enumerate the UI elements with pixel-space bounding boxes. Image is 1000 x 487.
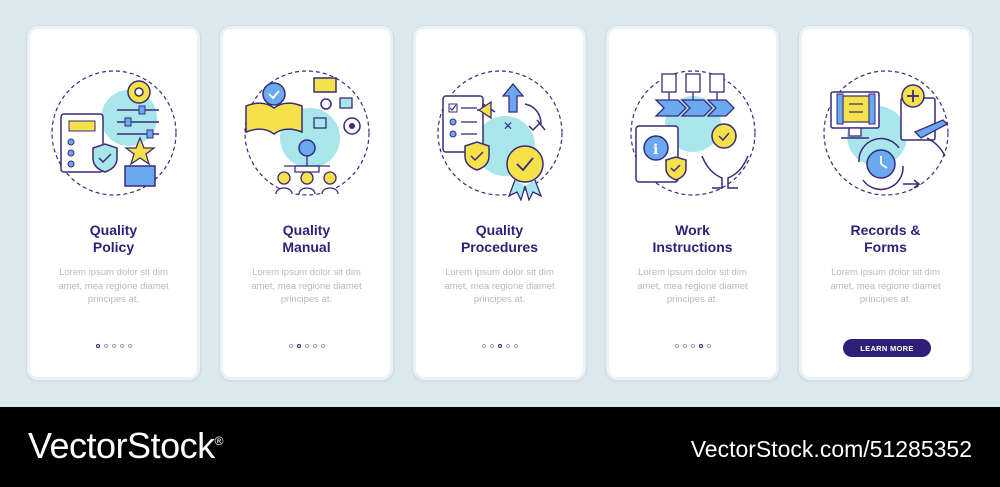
onboarding-card-work-instructions: i Work Instructions Lorem ipsum dolor si… (605, 25, 780, 381)
onboarding-card-quality-policy: Quality Policy Lorem ipsum dolor sit dim… (26, 25, 201, 381)
page-dot-5[interactable] (706, 344, 711, 348)
card-description: Lorem ipsum dolor sit dim amet, mea regi… (251, 267, 362, 305)
image-reference: VectorStock.com/51285352 (690, 436, 972, 462)
work-instructions-icon: i (630, 70, 756, 196)
onboarding-card-records-forms: Records & Forms Lorem ipsum dolor sit di… (798, 25, 973, 381)
page-dot-1[interactable] (481, 344, 486, 348)
page-dot-1[interactable] (95, 344, 100, 348)
page-dot-1[interactable] (288, 344, 293, 348)
page-dot-4[interactable] (698, 344, 703, 348)
card-title: Quality Procedures (460, 222, 539, 255)
page-dot-2[interactable] (682, 344, 687, 348)
quality-manual-icon (244, 70, 370, 196)
card-title: Work Instructions (652, 222, 733, 255)
page-dot-2[interactable] (489, 344, 494, 348)
card-title: Quality Manual (282, 222, 331, 255)
page-dot-3[interactable] (497, 344, 502, 348)
page-dot-1[interactable] (674, 344, 679, 348)
page-dot-3[interactable] (304, 344, 309, 348)
card-title: Records & Forms (850, 222, 921, 255)
svg-text:✕: ✕ (503, 119, 513, 133)
page-dot-2[interactable] (103, 344, 108, 348)
pagination-dots (27, 344, 200, 348)
page-dot-5[interactable] (127, 344, 132, 348)
card-title: Quality Policy (89, 222, 138, 255)
page-dot-5[interactable] (513, 344, 518, 348)
pagination-dots (606, 344, 779, 348)
page-dot-4[interactable] (505, 344, 510, 348)
page-dot-3[interactable] (690, 344, 695, 348)
page-dot-5[interactable] (320, 344, 325, 348)
watermark-footer: VectorStock® VectorStock.com/51285352 (0, 407, 1000, 487)
card-description: Lorem ipsum dolor sit dim amet, mea regi… (58, 267, 169, 305)
onboarding-stage: Quality Policy Lorem ipsum dolor sit dim… (26, 25, 973, 381)
pagination-dots (220, 344, 393, 348)
card-description: Lorem ipsum dolor sit dim amet, mea regi… (637, 267, 748, 305)
onboarding-card-quality-manual: Quality Manual Lorem ipsum dolor sit dim… (219, 25, 394, 381)
card-description: Lorem ipsum dolor sit dim amet, mea regi… (444, 267, 555, 305)
learn-more-button[interactable]: LEARN MORE (843, 339, 931, 357)
card-description: Lorem ipsum dolor sit dim amet, mea regi… (830, 267, 941, 305)
quality-procedures-icon: ✕ (437, 70, 563, 201)
quality-policy-icon (51, 70, 177, 196)
onboarding-card-quality-procedures: ✕ Quality Procedures Lorem ipsum dolor s… (412, 25, 587, 381)
page-dot-3[interactable] (111, 344, 116, 348)
pagination-dots (413, 344, 586, 348)
page-dot-4[interactable] (312, 344, 317, 348)
page-dot-2[interactable] (296, 344, 301, 348)
svg-text:i: i (653, 142, 658, 158)
vectorstock-logo: VectorStock® (28, 425, 223, 466)
records-forms-icon (823, 70, 949, 196)
page-dot-4[interactable] (119, 344, 124, 348)
